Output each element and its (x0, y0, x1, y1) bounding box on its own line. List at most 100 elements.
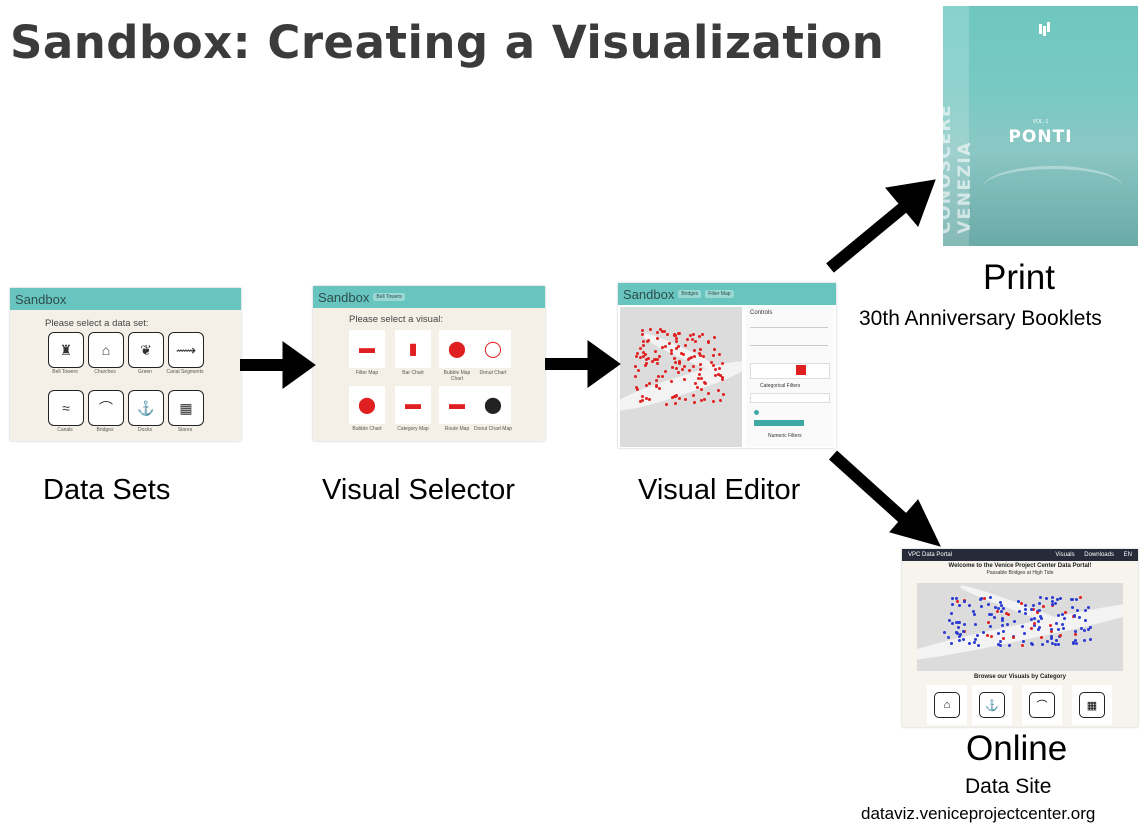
map-point (693, 349, 696, 352)
map-point (1017, 600, 1020, 603)
editor-chip-1: Filter Map (705, 290, 734, 298)
map-point (675, 394, 678, 397)
portal-nav-downloads[interactable]: Downloads (1084, 552, 1114, 558)
map-point (673, 357, 676, 360)
map-point (974, 623, 977, 626)
map-point (1033, 624, 1036, 627)
arrow-editor-to-online (828, 450, 910, 525)
caption-online-sub: Data Site (965, 775, 1052, 798)
map-point (958, 621, 961, 624)
map-point (1072, 642, 1075, 645)
map-point (1074, 639, 1077, 642)
map-point (666, 333, 669, 336)
dataset-tile-3[interactable]: ⟿ (168, 332, 204, 368)
dataset-tile-4[interactable]: ≈ (48, 390, 84, 426)
map-point (637, 369, 640, 372)
map-point (983, 597, 986, 600)
map-point (697, 377, 700, 380)
map-point (1020, 602, 1023, 605)
bridge-icon: ⌒ (1029, 692, 1055, 718)
portal-category-docks[interactable]: ⚓ (972, 685, 1012, 725)
map-point (1046, 640, 1049, 643)
map-point (694, 340, 697, 343)
map-point (661, 346, 664, 349)
map-point (635, 355, 638, 358)
map-point (1013, 620, 1016, 623)
dataset-tile-1[interactable]: ⌂ (88, 332, 124, 368)
map-point (661, 375, 664, 378)
map-point (694, 382, 697, 385)
map-point (1074, 630, 1077, 633)
anchor-icon: ⚓ (137, 399, 155, 416)
map-point (712, 400, 715, 403)
map-point (959, 633, 962, 636)
visual-tile-4[interactable]: ⬤ (349, 386, 385, 424)
data-sets-screenshot: Sandbox Please select a data set: ♜Bell … (10, 288, 241, 441)
map-point (988, 613, 991, 616)
map-point (1030, 642, 1033, 645)
visual-label: Donut Chart Map (473, 426, 513, 432)
map-point (1040, 617, 1043, 620)
map-point (958, 635, 961, 638)
map-point (1040, 636, 1043, 639)
editor-controls-panel: Controls Categorical Filters Numeric Fil… (746, 307, 834, 447)
map-point (675, 340, 678, 343)
visual-tile-6[interactable]: ▬ (439, 386, 475, 424)
map-point (1083, 629, 1086, 632)
map-point (982, 631, 985, 634)
map-point (721, 362, 724, 365)
map-point (1087, 606, 1090, 609)
controls-title: Controls (750, 310, 773, 316)
map-point (948, 619, 951, 622)
map-point (678, 360, 681, 363)
dataset-tile-0[interactable]: ♜ (48, 332, 84, 368)
portal-nav-language[interactable]: EN (1123, 552, 1132, 558)
visual-tile-2[interactable]: ⬤ (439, 330, 475, 368)
map-point (987, 621, 990, 624)
portal-nav-visuals[interactable]: Visuals (1055, 552, 1075, 558)
portal-category-churches[interactable]: ⌂ (927, 685, 967, 725)
map-point (657, 375, 660, 378)
map-point (999, 644, 1002, 647)
map-point (1064, 611, 1067, 614)
visual-tile-3[interactable]: ◯ (475, 330, 511, 368)
map-point (1037, 620, 1040, 623)
visual-label: Donut Chart (479, 370, 507, 376)
visual-tile-0[interactable]: ▬ (349, 330, 385, 368)
caption-print: Print (983, 258, 1055, 297)
visual-thumbnail-icon: ⬤ (448, 341, 466, 358)
map-point (717, 389, 720, 392)
map-point (1050, 637, 1053, 640)
dataset-tile-6[interactable]: ⚓ (128, 390, 164, 426)
map-point (996, 610, 999, 613)
dataset-tile-2[interactable]: ❦ (128, 332, 164, 368)
map-point (696, 386, 699, 389)
dataset-tile-7[interactable]: ▦ (168, 390, 204, 426)
map-point (717, 373, 720, 376)
add-filter-button[interactable] (754, 420, 804, 426)
map-point (1039, 596, 1042, 599)
map-point (692, 394, 695, 397)
map-point (997, 643, 1000, 646)
map-point (699, 348, 702, 351)
map-point (668, 342, 671, 345)
map-point (973, 613, 976, 616)
portal-category-bridges[interactable]: ⌒ (1022, 685, 1062, 725)
map-point (1071, 598, 1074, 601)
map-point (1061, 613, 1064, 616)
visual-tile-7[interactable]: ⬤ (475, 386, 511, 424)
dataset-tile-5[interactable]: ⌒ (88, 390, 124, 426)
arrow-head-1 (282, 341, 316, 389)
store-icon: ▦ (1079, 692, 1105, 718)
visual-thumbnail-icon: ⬤ (358, 397, 376, 414)
visual-tile-5[interactable]: ▬ (395, 386, 431, 424)
map-point (968, 642, 971, 645)
map-point (656, 362, 659, 365)
map-point (692, 333, 695, 336)
visual-tile-1[interactable]: ▮ (395, 330, 431, 368)
portal-category-stores[interactable]: ▦ (1072, 685, 1112, 725)
map-point (1032, 604, 1035, 607)
map-point (1001, 617, 1004, 620)
caption-online-url: dataviz.veniceprojectcenter.org (861, 804, 1096, 823)
